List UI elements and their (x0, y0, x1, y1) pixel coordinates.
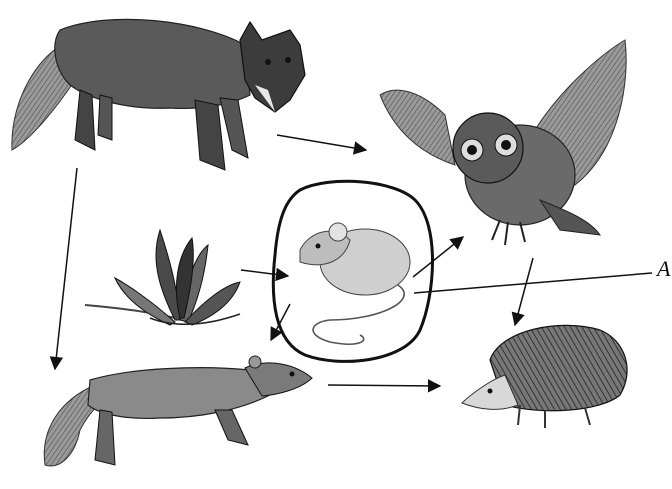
mouse-illustration (273, 181, 432, 361)
arrow-mouse-to-owl (413, 237, 463, 277)
arrow-weasel-to-hedgehog (328, 385, 440, 386)
callout-label-a: A (657, 258, 670, 280)
arrow-fox-to-weasel (55, 168, 77, 369)
pointer-line-a (414, 273, 652, 293)
arrow-owl-to-hedgehog (515, 258, 533, 325)
arrow-plant-to-mouse (241, 270, 288, 276)
hedgehog-illustration (462, 325, 627, 428)
weasel-illustration (44, 356, 312, 466)
owl-illustration (380, 40, 626, 245)
plant-illustration (85, 230, 240, 325)
arrow-fox-to-owl (277, 135, 366, 150)
fox-illustration (12, 19, 305, 170)
